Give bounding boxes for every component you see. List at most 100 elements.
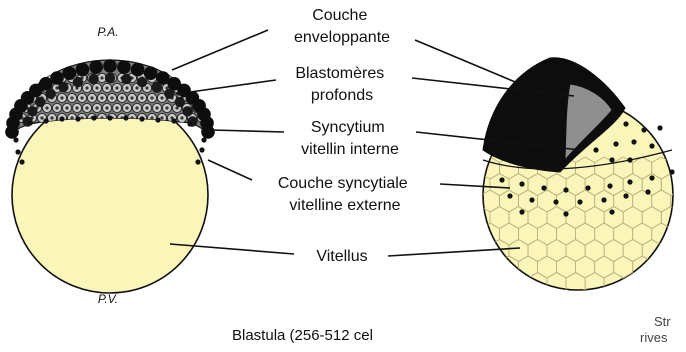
syncytial-nucleus [75, 116, 80, 121]
enveloping-cell [201, 125, 215, 139]
right-nucleus [627, 179, 632, 184]
deep-blastomere-nucleus [135, 86, 138, 89]
syncytial-hex-cell [671, 289, 686, 311]
enveloping-cell [27, 106, 37, 116]
syncytial-nucleus [171, 118, 176, 123]
cropped-text-top: Str [654, 314, 671, 329]
enveloping-cell [182, 106, 192, 116]
syncytial-nucleus [155, 117, 160, 122]
deep-blastomere-nucleus [200, 76, 203, 79]
deep-blastomere-nucleus [125, 86, 128, 89]
deep-blastomere-nucleus [155, 106, 158, 109]
syncytial-hex-cell [652, 256, 671, 278]
right-nucleus [609, 157, 614, 162]
syncytial-hex-cell [500, 289, 519, 311]
right-nucleus [585, 185, 590, 190]
deep-blastomere-nucleus [160, 116, 163, 119]
syncytial-nucleus [139, 116, 144, 121]
right-nucleus [623, 121, 628, 126]
syncytial-hex-cell [671, 256, 686, 278]
deep-blastomere-nucleus [100, 96, 103, 99]
enveloping-cell [35, 97, 45, 107]
syncytial-hex-cell [538, 289, 557, 311]
deep-blastomere-nucleus [180, 116, 183, 119]
syncytial-hex-cell [509, 306, 528, 328]
syncytial-hex-cell [585, 306, 604, 328]
right-nucleus [631, 139, 636, 144]
right-nucleus [607, 183, 612, 188]
syncytial-nucleus [43, 118, 48, 123]
deep-blastomere [17, 73, 26, 82]
deep-blastomere-nucleus [75, 106, 78, 109]
right-nucleus [645, 189, 650, 194]
syncytial-hex-cell [623, 306, 642, 328]
enveloping-cell [89, 60, 103, 74]
syncytial-hex-cell [680, 240, 686, 262]
deep-blastomere-nucleus [145, 86, 148, 89]
syncytial-hex-cell [604, 306, 623, 328]
syncytial-nucleus [19, 159, 24, 164]
right-nucleus [499, 177, 504, 182]
left-yolk-sphere [12, 97, 208, 293]
enveloping-cell [103, 59, 117, 73]
leader-syncytium-left [212, 130, 284, 132]
enveloping-cell [88, 74, 98, 84]
syncytial-hex-cell [481, 289, 500, 311]
syncytial-hex-cell [671, 157, 686, 179]
right-nucleus [649, 175, 654, 180]
deep-blastomere-nucleus [60, 96, 63, 99]
syncytial-hex-cell [481, 256, 500, 278]
syncytial-nucleus [27, 120, 32, 125]
syncytial-hex-cell [661, 240, 680, 262]
deep-blastomere-nucleus [150, 116, 153, 119]
enveloping-cell [121, 74, 131, 84]
leader-external-left [208, 160, 252, 180]
leader-deep-left [176, 80, 276, 94]
right-nucleus [519, 209, 524, 214]
right-nucleus [623, 193, 628, 198]
syncytial-hex-cell [576, 289, 595, 311]
right-nucleus [601, 197, 606, 202]
deep-blastomere-nucleus [25, 86, 28, 89]
syncytial-nucleus [15, 149, 20, 154]
syncytial-nucleus [107, 115, 112, 120]
deep-blastomere [27, 73, 36, 82]
deep-blastomere-nucleus [130, 96, 133, 99]
enveloping-cell [175, 97, 185, 107]
label-deep-blastomeres: Blastomères profonds [295, 65, 388, 104]
right-nucleus [649, 143, 654, 148]
syncytial-nucleus [199, 147, 204, 152]
enveloping-cell [144, 66, 158, 80]
right-nucleus [577, 199, 582, 204]
deep-blastomere-nucleus [85, 86, 88, 89]
deep-blastomere-nucleus [150, 96, 153, 99]
syncytial-hex-cell [661, 273, 680, 295]
syncytial-hex-cell [490, 273, 509, 295]
deep-blastomere-nucleus [115, 106, 118, 109]
label-internal-yolk-syncytium: Syncytium vitellin interne [301, 119, 399, 158]
label-external-yolk-syncytial-layer: Couche syncytiale vitelline externe [278, 175, 412, 214]
syncytial-hex-cell [680, 174, 686, 196]
deep-blastomere-nucleus [140, 96, 143, 99]
deep-blastomere-nucleus [55, 106, 58, 109]
syncytial-nucleus [195, 159, 200, 164]
syncytial-nucleus [123, 115, 128, 120]
enveloping-cell [164, 89, 174, 99]
enveloping-cell [63, 66, 77, 80]
enveloping-cell [117, 60, 131, 74]
deep-blastomere-nucleus [115, 86, 118, 89]
deep-blastomere-nucleus [50, 116, 53, 119]
deep-blastomere-nucleus [95, 86, 98, 89]
deep-blastomere-nucleus [80, 96, 83, 99]
right-nucleus [541, 185, 546, 190]
syncytial-nucleus [13, 137, 18, 142]
deep-blastomere-nucleus [70, 96, 73, 99]
right-nucleus [519, 181, 524, 186]
leader-yolk-right [388, 248, 520, 256]
deep-blastomere-nucleus [100, 76, 103, 79]
deep-blastomere-nucleus [95, 106, 98, 109]
syncytial-hex-cell [633, 289, 652, 311]
leader-enveloping-right [415, 40, 520, 84]
syncytial-hex-cell [547, 306, 566, 328]
cropped-text-bottom: rives [640, 330, 668, 345]
